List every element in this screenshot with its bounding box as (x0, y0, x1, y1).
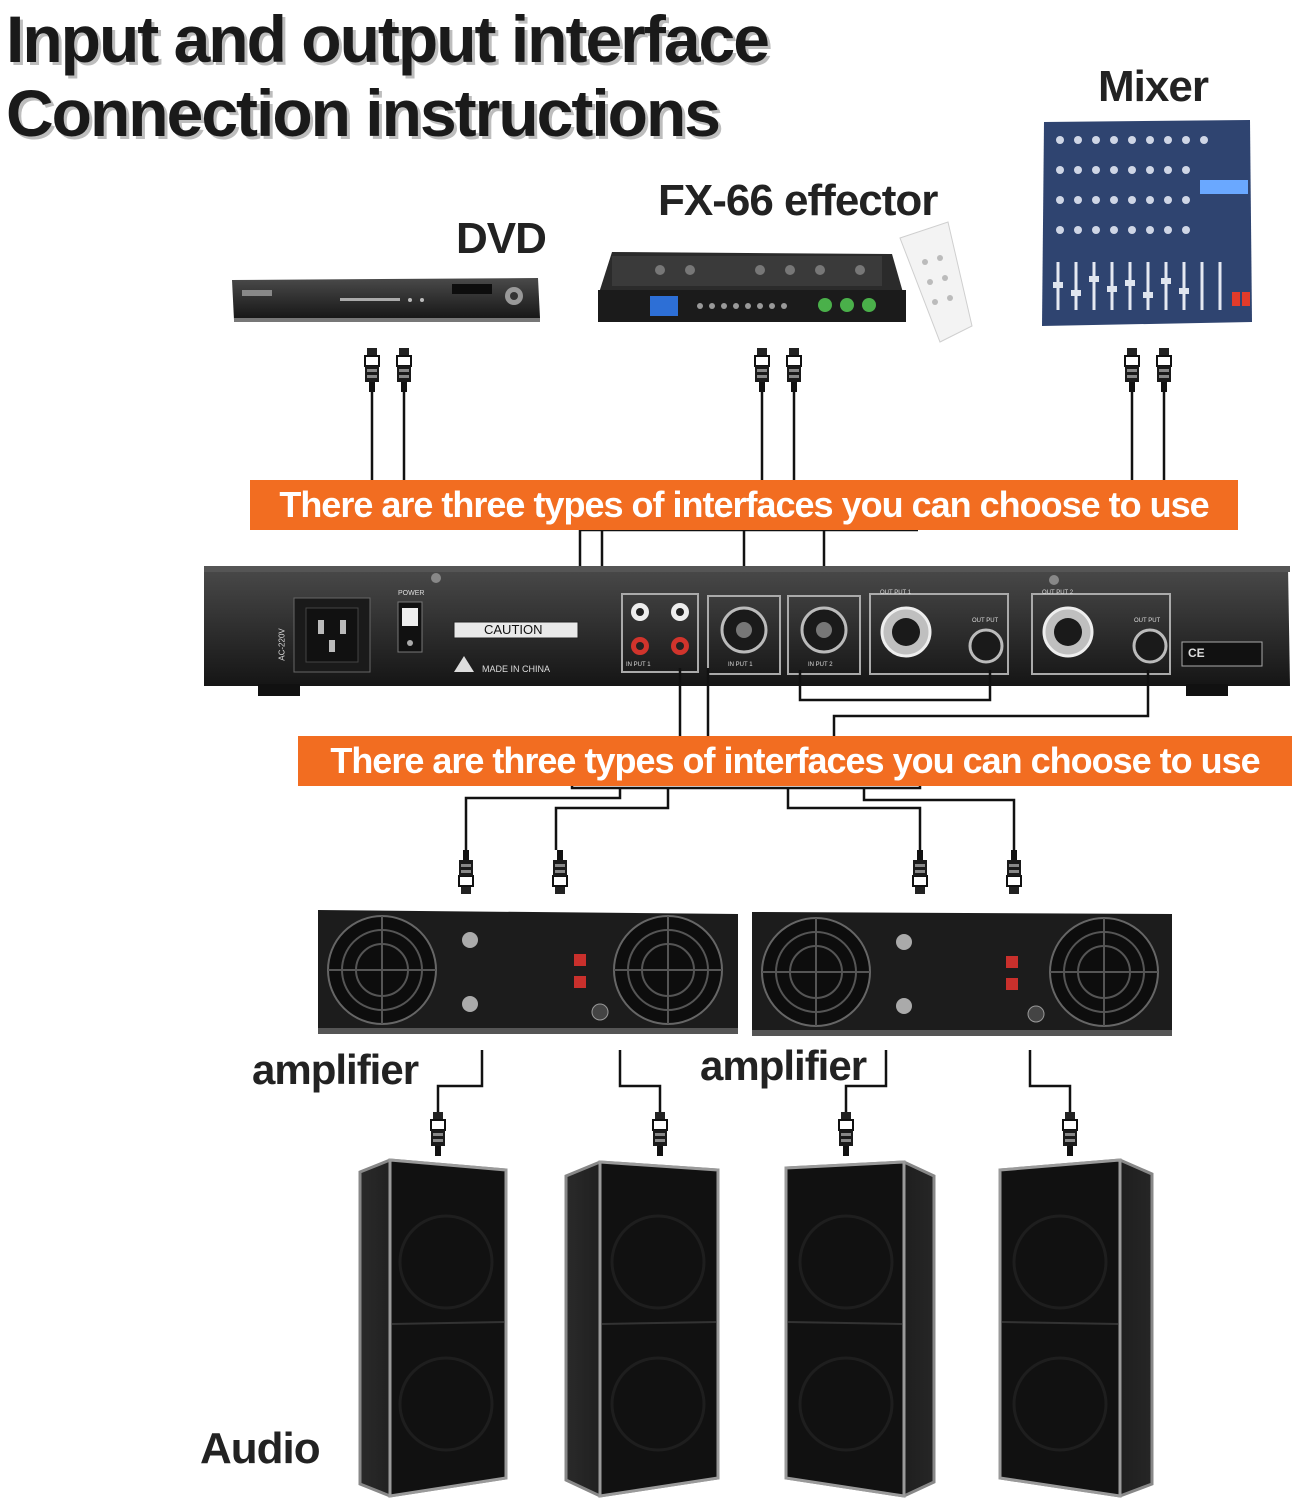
speaker-3 (784, 1160, 936, 1498)
equalizer-rear-panel (204, 566, 1290, 696)
dvd-player (232, 278, 540, 322)
mixer-device (1042, 120, 1252, 326)
amplifier-right-device (752, 912, 1172, 1036)
title-line-2: Connection instructions (6, 76, 721, 150)
input2-label: IN PUT 2 (808, 662, 833, 668)
ac-label: AC-220V (277, 628, 287, 661)
output2-label: OUT PUT 2 (1042, 590, 1074, 596)
power-label: POWER (398, 590, 425, 597)
fx66-effector (598, 221, 973, 343)
amplifier-left-device (318, 910, 738, 1034)
amplifier-left-label: amplifier (252, 1046, 419, 1093)
dvd-label: DVD (456, 214, 547, 263)
effector-label: FX-66 effector (658, 176, 938, 225)
speaker-2 (564, 1160, 720, 1498)
speaker-1 (358, 1158, 508, 1498)
caution-label: CAUTION (484, 622, 543, 637)
input-plugs (364, 347, 1172, 393)
interface-banner-bottom: There are three types of interfaces you … (298, 736, 1292, 786)
speaker-4 (998, 1158, 1154, 1498)
output-jack-label-2: OUT PUT (1134, 618, 1161, 624)
title-line-1: Input and output interface (6, 2, 770, 76)
interface-banner-top: There are three types of interfaces you … (250, 480, 1238, 530)
mixer-label: Mixer (1098, 62, 1209, 111)
output1-label: OUT PUT 1 (880, 590, 912, 596)
made-in-label: MADE IN CHINA (482, 664, 551, 674)
output-jack-label-1: OUT PUT (972, 618, 999, 624)
ce-mark: CE (1188, 646, 1205, 660)
amplifier-right-label: amplifier (700, 1042, 867, 1089)
input1-label-rca: IN PUT 1 (626, 662, 651, 668)
input1-label: IN PUT 1 (728, 662, 753, 668)
audio-label: Audio (200, 1424, 321, 1473)
